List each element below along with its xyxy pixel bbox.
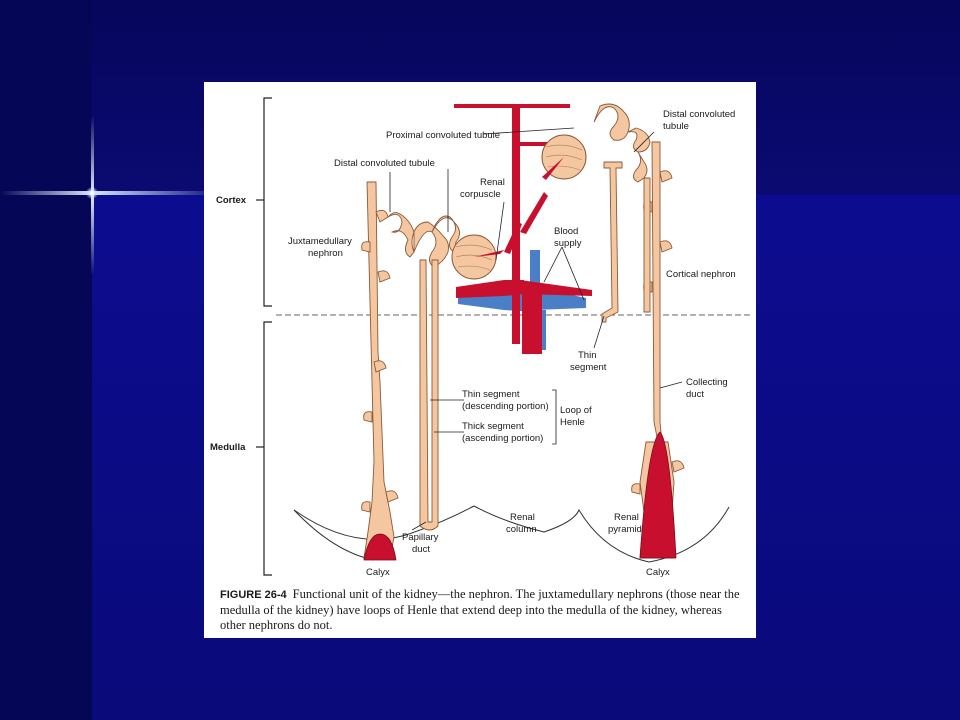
label-blood-supply-1: Blood (554, 226, 578, 237)
label-blood-supply-2: supply (554, 238, 582, 249)
label-calyx-left: Calyx (366, 567, 390, 578)
label-loop-of-henle-2: Henle (560, 417, 585, 428)
label-loop-of-henle-1: Loop of (560, 405, 592, 416)
leader-lines (389, 127, 683, 531)
label-juxtamedullary-nephron-1: Juxtamedullary (288, 236, 352, 247)
label-distal-convoluted-tubule-left: Distal convoluted tubule (334, 158, 435, 169)
label-papillary-duct-2: duct (412, 544, 430, 555)
calyx-left (363, 533, 397, 561)
slide-background-left (0, 0, 92, 720)
label-distal-convoluted-tubule-right-2: tubule (663, 121, 689, 132)
label-thin-descending-1: Thin segment (462, 389, 520, 400)
figure-caption-text: Functional unit of the kidney—the nephro… (220, 587, 740, 632)
label-renal-pyramid-1: Renal (614, 512, 639, 523)
label-renal-corpuscle-1: Renal (480, 177, 505, 188)
label-juxtamedullary-nephron-2: nephron (308, 248, 343, 259)
renal-pyramid-outline (293, 505, 730, 563)
blood-supply (454, 104, 592, 354)
label-renal-column-2: column (506, 524, 537, 535)
label-thin-segment-2: segment (570, 362, 607, 373)
label-renal-column-1: Renal (510, 512, 535, 523)
label-thick-ascending-2: (ascending portion) (462, 433, 543, 444)
nephron-diagram: Cortex Medulla (210, 97, 752, 578)
sparkle-icon (86, 187, 98, 199)
calyx-right-duct (639, 431, 677, 559)
medulla-label: Medulla (210, 442, 246, 453)
label-collecting-duct-1: Collecting (686, 377, 728, 388)
medulla-bracket (256, 321, 272, 576)
cortex-label: Cortex (216, 195, 247, 206)
label-papillary-duct-1: Papillary (402, 532, 439, 543)
label-thin-segment-1: Thin (578, 350, 596, 361)
nephron-figure: Cortex Medulla (204, 82, 756, 638)
left-afferent-arteriole (474, 250, 504, 257)
label-distal-convoluted-tubule-right-1: Distal convoluted (663, 109, 735, 120)
figure-number: FIGURE 26-4 (220, 589, 287, 601)
label-calyx-right: Calyx (646, 567, 670, 578)
label-thin-descending-2: (descending portion) (462, 401, 549, 412)
label-renal-corpuscle-2: corpuscle (460, 189, 501, 200)
juxtamedullary-nephron (361, 181, 460, 559)
label-cortical-nephron: Cortical nephron (666, 269, 736, 280)
cortex-bracket (256, 97, 272, 307)
label-proximal-convoluted-tubule: Proximal convoluted tubule (386, 130, 500, 141)
label-renal-pyramid-2: pyramid (608, 524, 642, 535)
sparkle-horizontal-ray (0, 191, 205, 195)
label-collecting-duct-2: duct (686, 389, 704, 400)
label-thick-ascending-1: Thick segment (462, 421, 524, 432)
